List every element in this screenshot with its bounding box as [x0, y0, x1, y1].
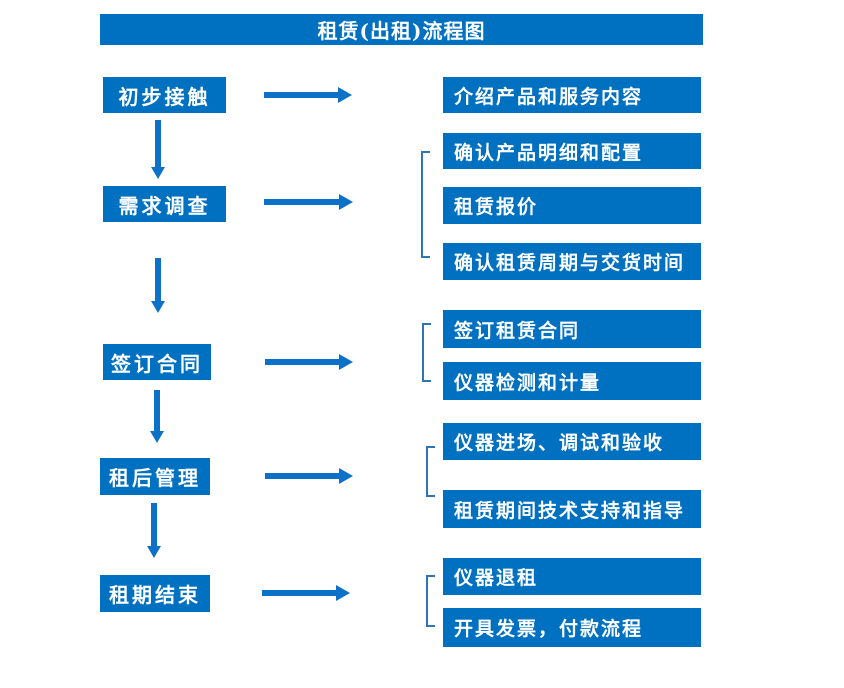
detail-box-confirm-product-config: 确认产品明细和配置 [443, 133, 701, 169]
bracket-group-post-rental [426, 446, 435, 497]
detail-box-introduce-products: 介绍产品和服务内容 [443, 77, 701, 113]
detail-box-confirm-period-delivery: 确认租赁周期与交货时间 [443, 243, 701, 280]
detail-box-instrument-setup-acceptance: 仪器进场、调试和验收 [443, 423, 701, 460]
arrow-right-icon-4 [265, 468, 353, 484]
detail-box-rental-quote: 租赁报价 [443, 187, 701, 224]
detail-box-sign-rental-contract: 签订租赁合同 [443, 310, 701, 348]
step-box-post-rental-management: 租后管理 [100, 458, 210, 495]
arrow-down-icon-4 [146, 503, 161, 558]
step-box-demand-survey: 需求调查 [103, 186, 226, 222]
arrow-down-icon-1 [150, 120, 165, 179]
detail-box-technical-support: 租赁期间技术支持和指导 [443, 490, 701, 528]
arrow-right-icon-5 [262, 585, 350, 601]
step-box-lease-end: 租期结束 [100, 575, 210, 612]
bracket-group-lease-end [426, 575, 435, 627]
arrow-right-icon-1 [264, 87, 352, 103]
bracket-group-demand-survey [421, 151, 430, 258]
detail-box-invoice-payment: 开具发票，付款流程 [443, 608, 701, 647]
step-box-sign-contract: 签订合同 [103, 344, 211, 380]
arrow-right-icon-2 [264, 194, 353, 210]
step-box-initial-contact: 初步接触 [103, 77, 226, 113]
bracket-group-sign-contract [422, 323, 431, 382]
detail-box-instrument-return: 仪器退租 [443, 558, 701, 595]
arrow-down-icon-3 [149, 390, 164, 443]
arrow-right-icon-3 [265, 354, 353, 370]
flowchart-title: 租赁(出租)流程图 [100, 14, 703, 45]
detail-box-instrument-inspection: 仪器检测和计量 [443, 362, 701, 400]
arrow-down-icon-2 [150, 258, 165, 313]
